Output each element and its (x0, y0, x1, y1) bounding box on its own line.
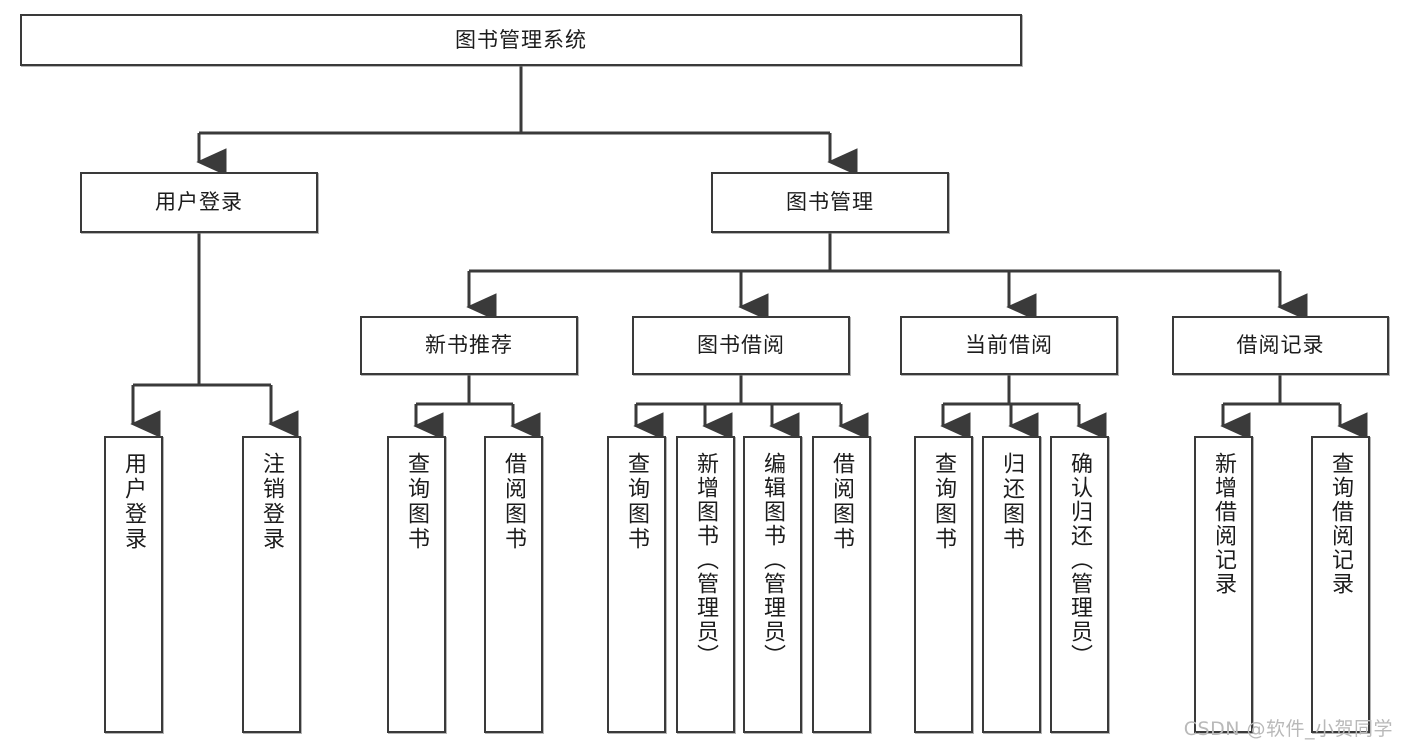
node-new-book-rec-label: 新书推荐 (425, 333, 513, 358)
node-leaf-user-login-label: 用户登录 (121, 452, 147, 552)
node-leaf-logout[interactable]: 注销登录 (242, 436, 301, 733)
node-leaf-borrow-do[interactable]: 借阅图书 (812, 436, 871, 733)
node-leaf-rec-query-label: 查询图书 (404, 452, 430, 552)
node-leaf-cur-return[interactable]: 归还图书 (982, 436, 1041, 733)
node-root-label: 图书管理系统 (455, 27, 587, 52)
node-current-borrow[interactable]: 当前借阅 (900, 316, 1118, 375)
node-leaf-borrow-add[interactable]: 新增图书（管理员） (676, 436, 735, 733)
csdn-watermark: CSDN @软件_小贺同学 (1183, 718, 1393, 740)
node-leaf-rec-query2[interactable]: 查询借阅记录 (1311, 436, 1370, 733)
node-new-book-rec[interactable]: 新书推荐 (360, 316, 578, 375)
node-leaf-borrow-query-label: 查询图书 (624, 452, 650, 552)
node-leaf-cur-query[interactable]: 查询图书 (914, 436, 973, 733)
node-leaf-cur-confirm[interactable]: 确认归还（管理员） (1050, 436, 1109, 733)
node-root[interactable]: 图书管理系统 (20, 14, 1022, 66)
node-leaf-cur-query-label: 查询图书 (931, 452, 957, 552)
node-current-borrow-label: 当前借阅 (965, 333, 1053, 358)
node-leaf-borrow-edit-label: 编辑图书（管理员） (760, 452, 786, 668)
node-leaf-rec-query2-label: 查询借阅记录 (1328, 452, 1354, 596)
node-leaf-borrow-do-label: 借阅图书 (829, 452, 855, 552)
node-leaf-rec-borrow[interactable]: 借阅图书 (484, 436, 543, 733)
node-borrow-record[interactable]: 借阅记录 (1172, 316, 1389, 375)
node-leaf-borrow-add-label: 新增图书（管理员） (693, 452, 719, 668)
node-leaf-user-login[interactable]: 用户登录 (104, 436, 163, 733)
node-user-login-label: 用户登录 (155, 190, 243, 215)
node-leaf-rec-add-label: 新增借阅记录 (1211, 452, 1237, 596)
node-leaf-borrow-query[interactable]: 查询图书 (607, 436, 666, 733)
node-leaf-borrow-edit[interactable]: 编辑图书（管理员） (743, 436, 802, 733)
node-borrow-record-label: 借阅记录 (1236, 333, 1325, 358)
node-leaf-rec-borrow-label: 借阅图书 (501, 452, 527, 552)
node-book-borrow-label: 图书借阅 (697, 333, 785, 358)
node-leaf-cur-return-label: 归还图书 (999, 452, 1025, 552)
node-leaf-logout-label: 注销登录 (259, 452, 285, 552)
node-leaf-rec-add[interactable]: 新增借阅记录 (1194, 436, 1253, 733)
node-book-manage-label: 图书管理 (786, 190, 874, 215)
node-book-manage[interactable]: 图书管理 (711, 172, 949, 233)
node-leaf-rec-query[interactable]: 查询图书 (387, 436, 446, 733)
node-book-borrow[interactable]: 图书借阅 (632, 316, 850, 375)
node-leaf-cur-confirm-label: 确认归还（管理员） (1067, 452, 1093, 668)
node-user-login[interactable]: 用户登录 (80, 172, 318, 233)
